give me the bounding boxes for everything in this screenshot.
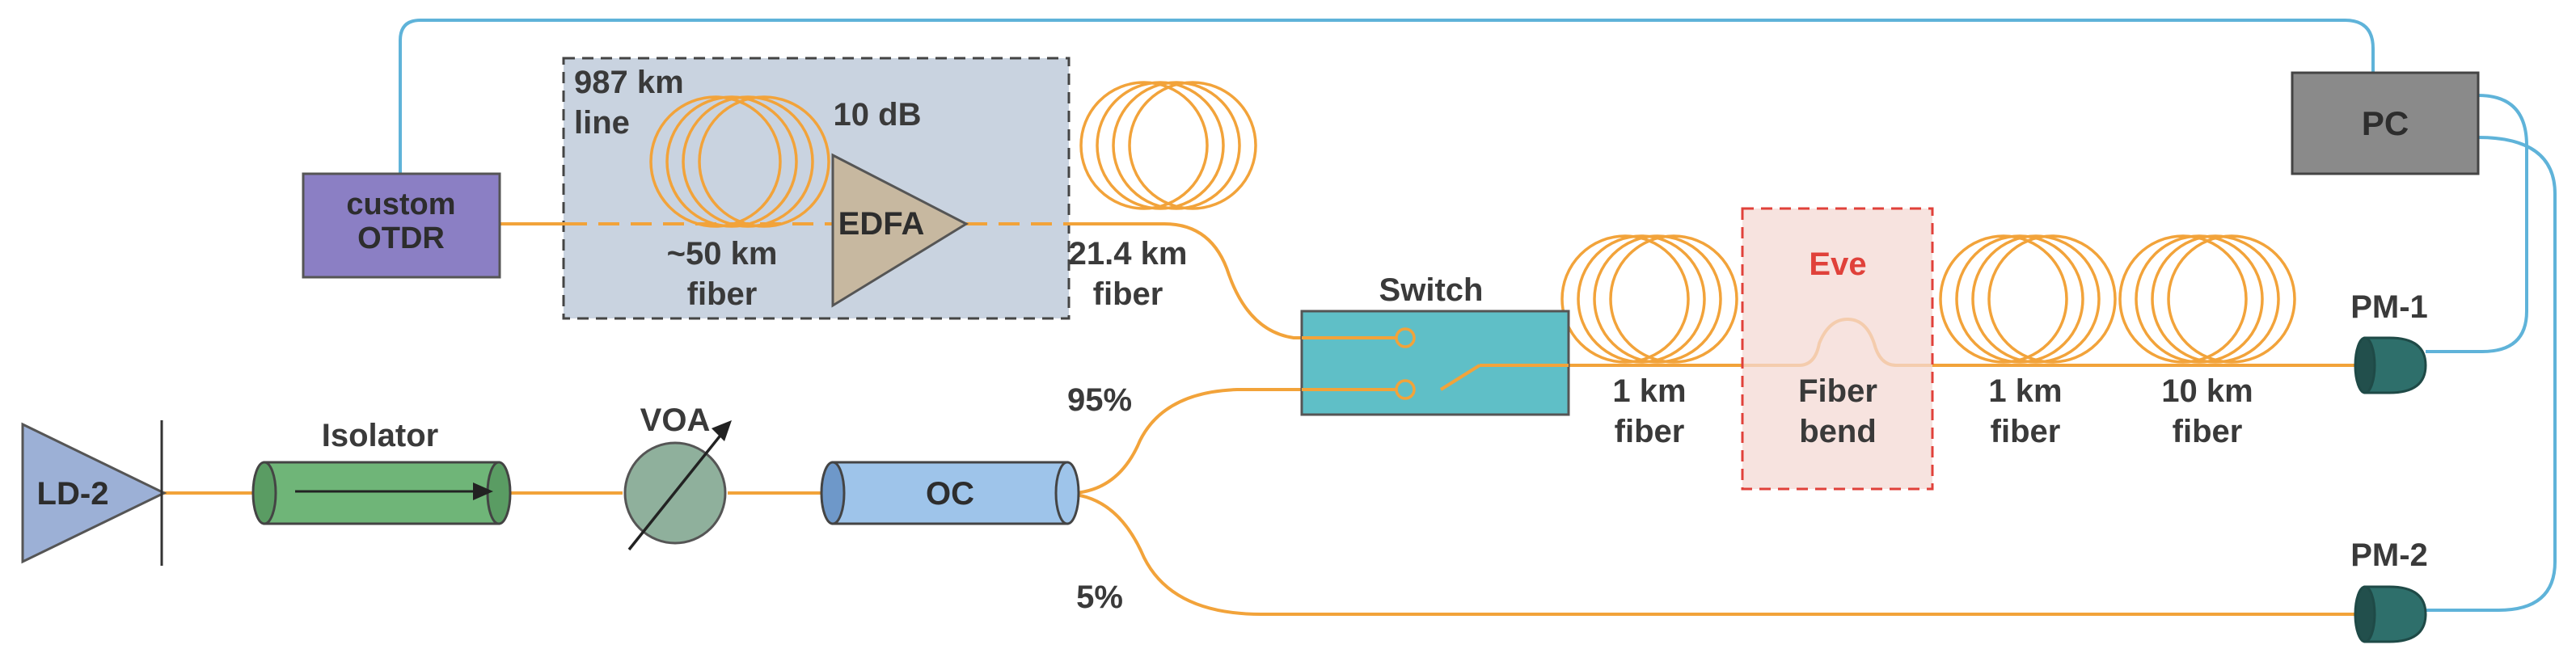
gain-label: 10 dB xyxy=(834,97,922,133)
coil-1km-a xyxy=(1560,234,1738,364)
coil-21km xyxy=(1079,81,1257,210)
oc-95-fiber xyxy=(1075,388,1403,495)
fiber-to-switch xyxy=(1071,222,1403,339)
pm-1-label: PM-1 xyxy=(2350,289,2428,325)
isolator xyxy=(251,461,512,525)
ld-2-laser xyxy=(21,422,167,564)
switch-box xyxy=(1300,310,1570,416)
coil-10km xyxy=(2118,234,2296,364)
switch-label: Switch xyxy=(1379,272,1484,308)
pm-2-meter xyxy=(2354,585,2427,643)
edfa-label: EDFA xyxy=(838,206,925,242)
pc-label: PC xyxy=(2362,104,2409,142)
ld-2-label: LD-2 xyxy=(37,476,109,512)
oc-5-fiber xyxy=(1075,493,2365,616)
voa-arrowhead xyxy=(712,420,732,441)
coil-1km-b xyxy=(1939,234,2117,364)
pc-pm1-cable xyxy=(2426,94,2528,353)
pm-1-meter xyxy=(2354,336,2427,394)
coil-50km xyxy=(649,95,830,228)
optical-coupler xyxy=(820,461,1080,525)
edfa-amplifier xyxy=(831,153,969,308)
switch-port-1 xyxy=(1395,327,1416,348)
oc-label: OC xyxy=(926,476,974,512)
pm-2-label: PM-2 xyxy=(2350,537,2428,573)
switch-lever xyxy=(1439,364,1481,391)
pc-box xyxy=(2291,71,2480,175)
voa-arrow xyxy=(627,427,728,551)
switch-port-2 xyxy=(1395,379,1416,400)
otdr-box xyxy=(302,172,501,279)
pc-pm2-cable xyxy=(2426,136,2557,612)
line-box xyxy=(562,57,1071,320)
otdr-pc-cable xyxy=(399,19,2375,174)
split-95-label: 95% xyxy=(1067,382,1132,418)
split-5-label: 5% xyxy=(1076,579,1123,615)
voa-label: VOA xyxy=(640,402,711,438)
eve-label: Eve xyxy=(1809,247,1866,282)
eve-box xyxy=(1741,207,1934,491)
isolator-label: Isolator xyxy=(322,418,438,453)
